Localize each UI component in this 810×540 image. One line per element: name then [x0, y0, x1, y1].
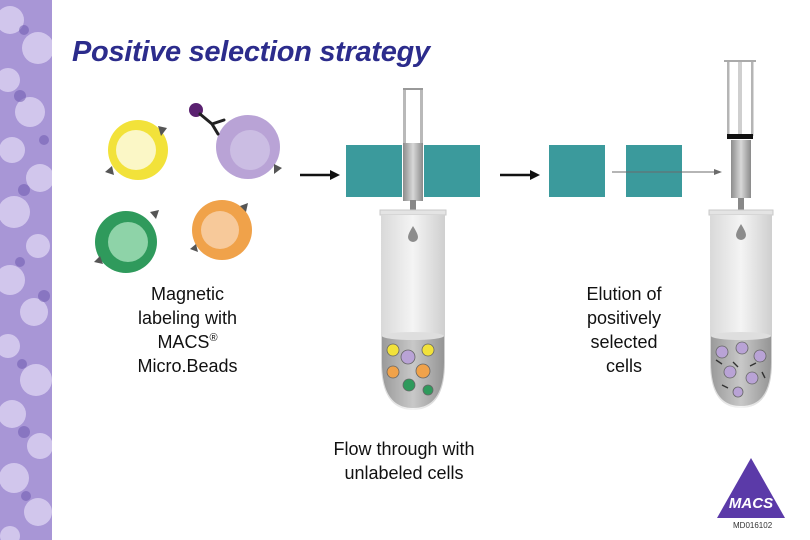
green-cell-icon — [94, 210, 159, 273]
macs-logo-icon: MACS — [717, 458, 785, 518]
caption-line: cells — [605, 356, 642, 376]
elution-caption: Elution of positively selected cells — [560, 282, 688, 378]
arrow-icon — [300, 170, 340, 180]
caption-line: selected — [590, 332, 658, 352]
column-magnet-icon — [549, 145, 722, 197]
collection-tube-icon — [379, 209, 447, 410]
caption-macs: MACS — [157, 332, 210, 352]
magnetic-labeling-caption: Magnetic labeling with MACS® Micro.Beads — [115, 282, 260, 378]
flow-through-caption: Flow through with unlabeled cells — [312, 437, 496, 485]
collection-tube-icon — [708, 209, 774, 408]
syringe-icon — [403, 88, 423, 144]
orange-cell-icon — [190, 200, 252, 260]
caption-line: positively — [586, 308, 662, 328]
antibody-microbead-icon — [189, 103, 226, 136]
caption-line: Elution of — [586, 284, 662, 304]
syringe-icon — [724, 60, 756, 139]
page-title: Positive selection strategy — [72, 36, 430, 68]
column-magnet-icon — [346, 143, 480, 222]
bubble-pattern-icon — [0, 0, 52, 540]
caption-line: MACS® — [115, 330, 260, 354]
caption-line: labeling with — [137, 308, 238, 328]
caption-line: Magnetic — [150, 284, 225, 304]
yellow-cell-icon — [105, 120, 168, 180]
purple-cell-icon — [216, 115, 282, 179]
caption-line: Flow through with — [333, 439, 475, 459]
caption-line: unlabeled cells — [344, 463, 464, 483]
document-code: MD016102 — [733, 521, 773, 530]
column-magnet-icon — [731, 140, 751, 212]
registered-mark: ® — [209, 332, 218, 344]
decorative-sidebar — [0, 0, 52, 540]
macs-logo-text: MACS — [729, 495, 773, 512]
caption-line: Micro.Beads — [137, 356, 238, 376]
arrow-icon — [500, 170, 540, 180]
